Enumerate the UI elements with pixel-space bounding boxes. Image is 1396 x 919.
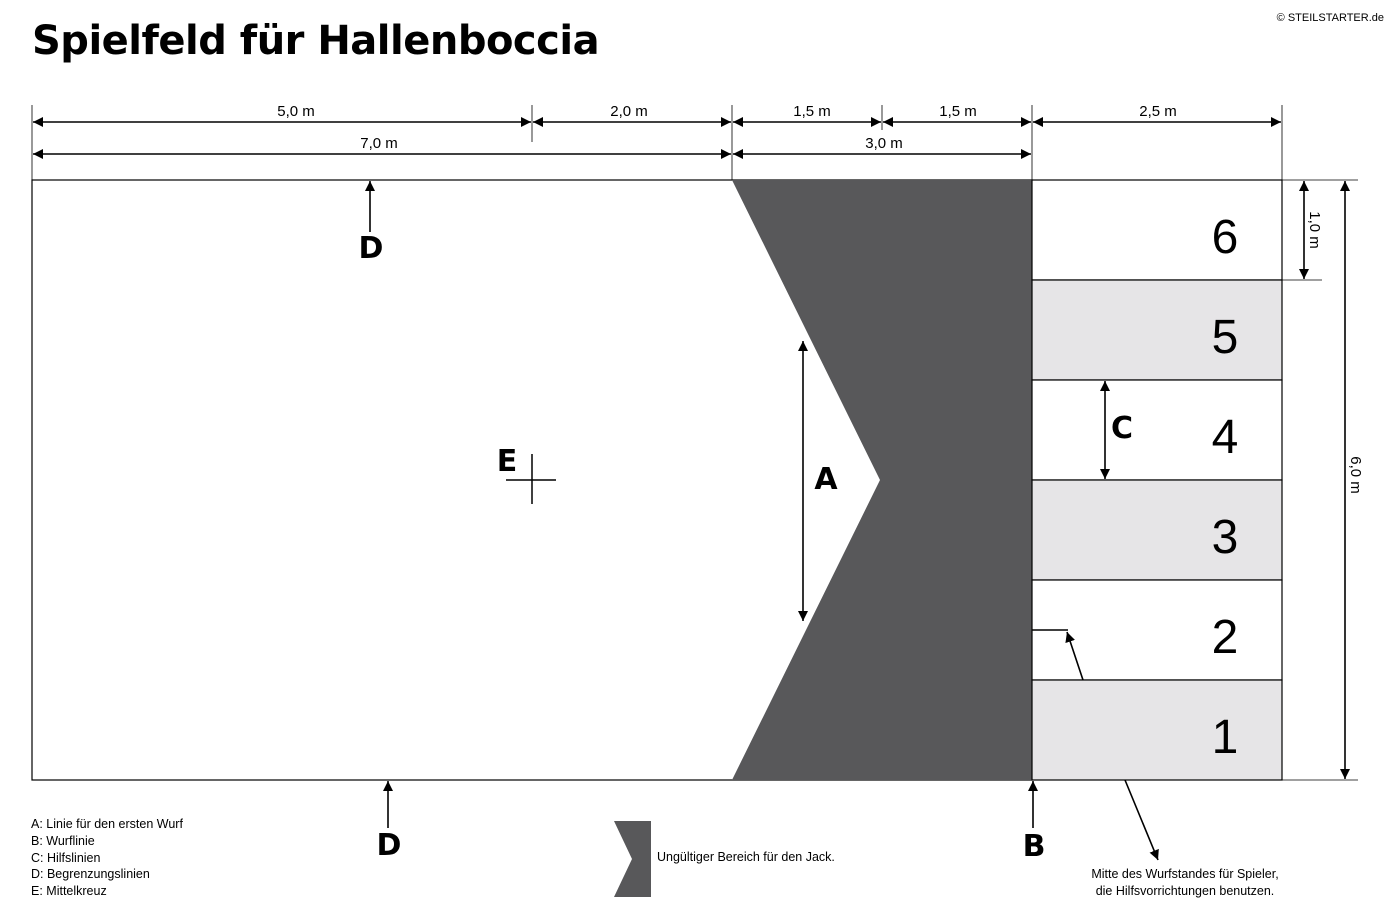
throwing-box-number: 2 [1212,611,1239,664]
invalid-area-swatch [614,821,651,897]
marker-d-bottom: D [377,828,402,863]
dim-total-height: 6,0 m [1347,456,1364,494]
throwing-box-3 [1031,479,1283,581]
dim-lane-height: 1,0 m [1306,211,1323,249]
legend: A: Linie für den ersten Wurf B: Wurflini… [31,816,183,900]
legend-item-d: D: Begrenzungslinien [31,867,150,882]
throwing-box-number: 6 [1212,211,1239,264]
dim-5m: 5,0 m [277,103,315,120]
dimension-arrows [33,117,1350,861]
marker-a: A [814,462,838,497]
throwing-boxes: 6 5 4 3 2 1 [1031,179,1283,781]
legend-item-b: B: Wurflinie [31,833,95,848]
invalid-jack-area [732,180,1032,780]
legend-item-a: A: Linie für den ersten Wurf [31,817,183,831]
dim-7m: 7,0 m [360,135,398,152]
marker-c: C [1111,411,1133,446]
throwing-box-6 [1031,179,1283,281]
copyright-notice: © STEILSTARTER.de [1276,12,1384,24]
centre-note-line-1: Mitte des Wurfstandes für Spieler, [1091,867,1279,881]
dim-2-5m: 2,5 m [1139,103,1177,120]
marker-b: B [1023,829,1046,864]
throwing-box-centre-note: Mitte des Wurfstandes für Spieler, die H… [1062,866,1308,900]
throwing-box-number: 5 [1212,311,1239,364]
dim-1-5m-a: 1,5 m [793,103,831,120]
extension-lines [31,105,1358,781]
marker-d-top: D [359,231,384,266]
centre-note-line-2: die Hilfsvorrichtungen benutzen. [1095,883,1275,898]
dim-2m: 2,0 m [610,103,648,120]
dim-3m: 3,0 m [865,135,903,152]
throwing-box-number: 3 [1212,511,1239,564]
page-title: Spielfeld für Hallenboccia [32,18,600,64]
centre-cross [506,454,556,504]
marker-e: E [497,444,518,479]
throwing-box-2 [1031,579,1283,681]
dim-1-5m-b: 1,5 m [939,103,977,120]
legend-item-c: C: Hilfslinien [31,850,101,865]
throwing-box-4 [1031,379,1283,481]
legend-item-e: E: Mittelkreuz [31,884,107,899]
throwing-box-number: 1 [1212,711,1239,764]
throwing-box-5 [1031,279,1283,381]
throwing-box-number: 4 [1212,411,1239,464]
throwing-box-1 [1031,679,1283,781]
invalid-area-label: Ungültiger Bereich für den Jack. [657,850,835,864]
